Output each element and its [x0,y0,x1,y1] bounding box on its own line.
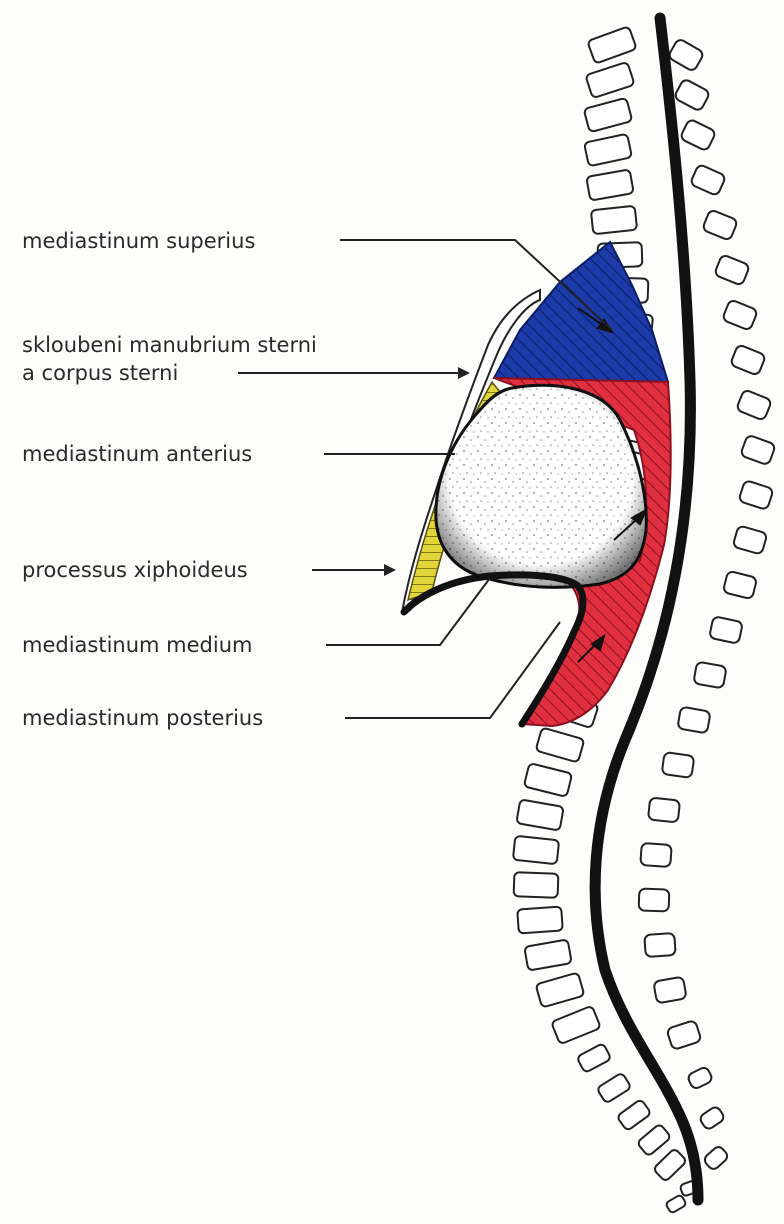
spinous-process [698,1105,725,1131]
vertebral-body [653,1148,687,1182]
spinous-process [674,78,711,112]
label-mediastinum-medium: mediastinum medium [22,633,252,657]
vertebral-body [617,1099,652,1131]
spinous-process [677,707,710,734]
spinous-process [668,38,705,72]
spinous-process [648,797,680,822]
vertebral-body [591,206,637,234]
spinous-process [644,933,675,957]
spinous-process [722,299,758,331]
spinous-process [714,254,750,286]
spinous-process [680,119,717,152]
label-joint-line1: skloubeni manubrium sterni [22,333,317,357]
spinous-process [740,435,776,466]
spinous-process [733,525,768,554]
spinous-process [687,1066,714,1090]
vertebral-body [584,98,633,133]
vertebral-body [524,939,571,970]
vertebral-body [637,1123,672,1156]
vertebral-body [536,727,585,762]
coccyx-segment [665,1194,687,1213]
spinous-process [702,209,738,241]
spinous-process [639,888,670,911]
vertebral-body [597,1072,632,1103]
vertebral-body [551,1006,601,1045]
label-mediastinum-superius: mediastinum superius [22,229,255,253]
vertebral-body [513,836,559,864]
spinous-process [702,1145,729,1172]
spinous-process [723,571,757,600]
vertebral-body [584,134,632,167]
spinous-process [738,480,773,510]
vertebral-body [516,799,563,830]
label-processus-xiphoideus: processus xiphoideus [22,558,248,582]
spinous-process [653,977,686,1004]
spinous-process [640,843,671,867]
label-joint-line2: a corpus sterni [22,361,178,385]
vertebral-body [514,872,559,898]
spinous-process [662,752,695,778]
label-mediastinum-posterius: mediastinum posterius [22,706,263,730]
spinous-process [693,662,726,689]
spinous-process [709,616,743,644]
vertebral-body [586,169,633,200]
spinous-process [666,1020,701,1050]
spinous-process [736,389,772,421]
vertebral-body [517,906,563,933]
vertebral-body [524,763,572,797]
vertebral-body [536,972,585,1007]
label-mediastinum-anterius: mediastinum anterius [22,442,252,466]
spinous-processes [639,38,776,1171]
vertebral-body [587,26,637,64]
vertebral-body [585,62,634,98]
vertebral-body [577,1043,612,1073]
spinous-process [730,344,766,376]
spinous-process [690,164,726,196]
